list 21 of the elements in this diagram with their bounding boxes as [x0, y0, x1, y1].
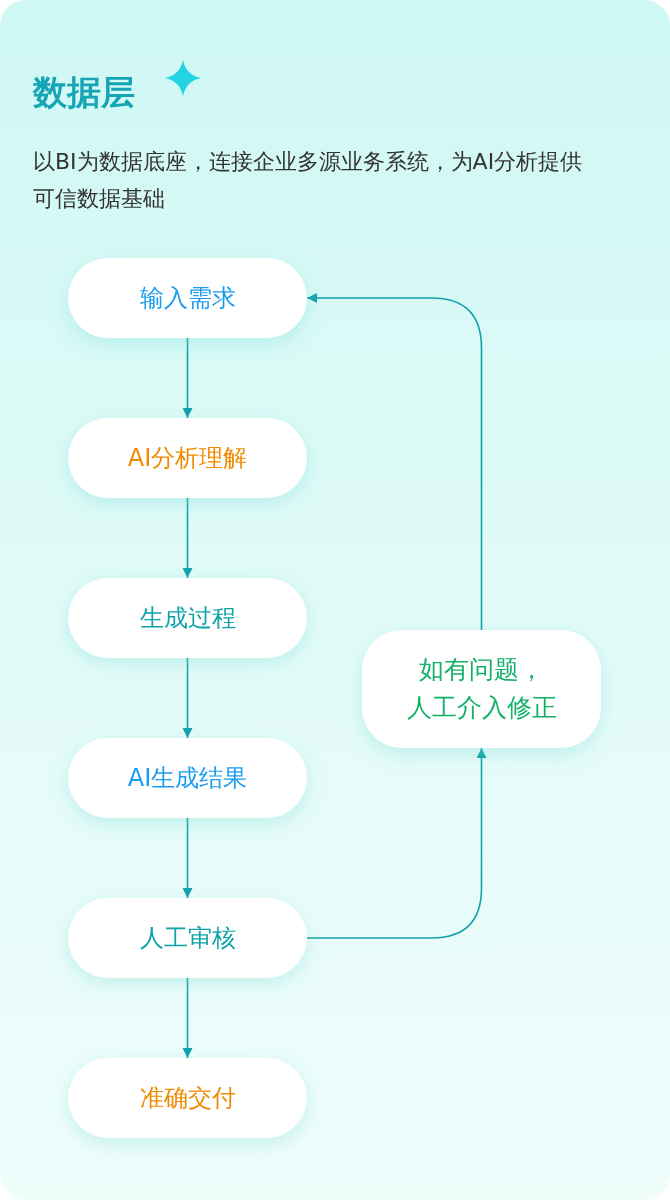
step-label: 生成过程: [139, 603, 236, 634]
step-label: 输入需求: [139, 283, 236, 314]
step-box: [68, 898, 307, 978]
title: 数据层: [33, 71, 135, 114]
step-label: 如有问题，人工介入修正: [405, 654, 558, 724]
arrow: [182, 337, 193, 419]
description: 以BI为数据底座，连接企业多源业务系统，为AI分析提供可信数据基础: [33, 148, 584, 213]
arrow: [182, 817, 193, 899]
note-box: [362, 630, 601, 748]
step-box: [68, 578, 307, 658]
arrow: [306, 747, 487, 939]
step-box: [68, 1058, 307, 1138]
arrow: [182, 657, 193, 739]
step-label: AI生成结果: [127, 763, 248, 794]
arrow: [306, 293, 483, 631]
step-label: 人工审核: [139, 923, 236, 954]
step-label: AI分析理解: [127, 443, 248, 474]
step-label: 准确交付: [139, 1083, 236, 1114]
step-box: [68, 738, 307, 818]
arrow: [182, 977, 193, 1059]
arrow: [182, 497, 193, 579]
